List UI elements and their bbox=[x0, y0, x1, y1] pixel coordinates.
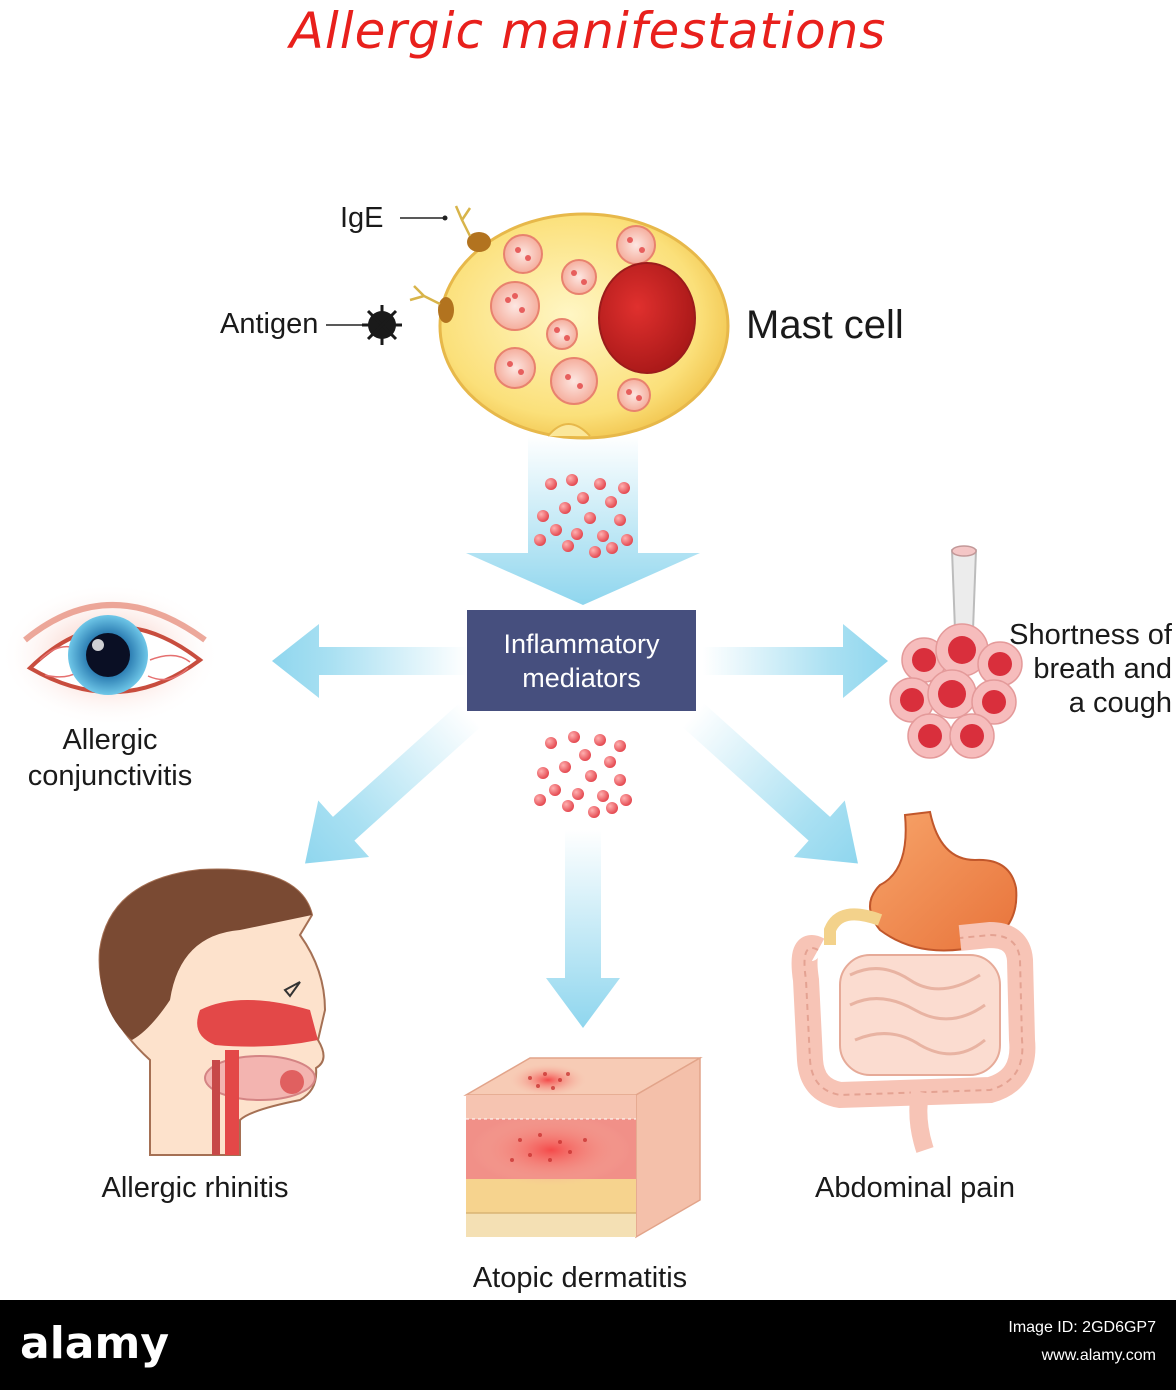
abdominal-pain-label: Abdominal pain bbox=[815, 1172, 1015, 1204]
granules bbox=[490, 225, 656, 412]
antigen-label: Antigen bbox=[220, 308, 319, 340]
red-eye-icon bbox=[0, 583, 220, 727]
head-cross-section-icon bbox=[98, 868, 327, 1156]
arrow-down-right-abdomen bbox=[682, 703, 858, 864]
ige-label: IgE bbox=[340, 202, 384, 234]
page-title: Allergic manifestations bbox=[289, 2, 887, 60]
mediator-dots-upper bbox=[534, 474, 633, 558]
mast-cell bbox=[409, 205, 730, 440]
stock-footer-bar: alamy Image ID: 2GD6GP7 www.alamy.com bbox=[0, 1300, 1176, 1390]
breath-line-1: Shortness of bbox=[1009, 619, 1172, 651]
mediators-line-1: Inflammatory bbox=[503, 628, 660, 659]
antigen-icon bbox=[326, 305, 402, 345]
conjunctivitis-line-2: conjunctivitis bbox=[27, 760, 193, 792]
conjunctivitis-label: Allergic conjunctivitis bbox=[10, 722, 210, 794]
arrow-down-left-rhinitis bbox=[305, 703, 481, 864]
stock-image-info: Image ID: 2GD6GP7 www.alamy.com bbox=[1008, 1314, 1156, 1370]
stock-brand-logo: alamy bbox=[20, 1318, 169, 1369]
breath-line-2: breath and bbox=[1033, 653, 1172, 685]
mast-cell-label: Mast cell bbox=[746, 303, 904, 347]
digestive-tract-icon bbox=[791, 810, 1036, 1153]
dermatitis-label: Atopic dermatitis bbox=[472, 1262, 688, 1294]
rhinitis-label: Allergic rhinitis bbox=[101, 1172, 289, 1204]
arrow-left-eye bbox=[272, 624, 467, 698]
ige-leader bbox=[400, 215, 448, 221]
diagram-canvas bbox=[0, 205, 1036, 1239]
mediators-line-2: mediators bbox=[522, 662, 641, 693]
stock-url: www.alamy.com bbox=[1041, 1347, 1156, 1364]
skin-block-icon bbox=[463, 1056, 703, 1239]
conjunctivitis-line-1: Allergic bbox=[62, 724, 158, 756]
arrow-down-dermatitis bbox=[546, 830, 620, 1028]
mediator-dots-lower bbox=[534, 731, 632, 818]
arrow-right-lungs bbox=[703, 624, 888, 698]
breath-line-3: a cough bbox=[1068, 687, 1172, 719]
arrow-down-main bbox=[466, 436, 700, 605]
stock-image-id: Image ID: 2GD6GP7 bbox=[1008, 1319, 1156, 1336]
inflammatory-mediators-box: Inflammatory mediators bbox=[467, 610, 696, 711]
breath-cough-label: Shortness of breath and a cough bbox=[990, 618, 1172, 720]
alveoli-icon bbox=[889, 545, 1023, 759]
